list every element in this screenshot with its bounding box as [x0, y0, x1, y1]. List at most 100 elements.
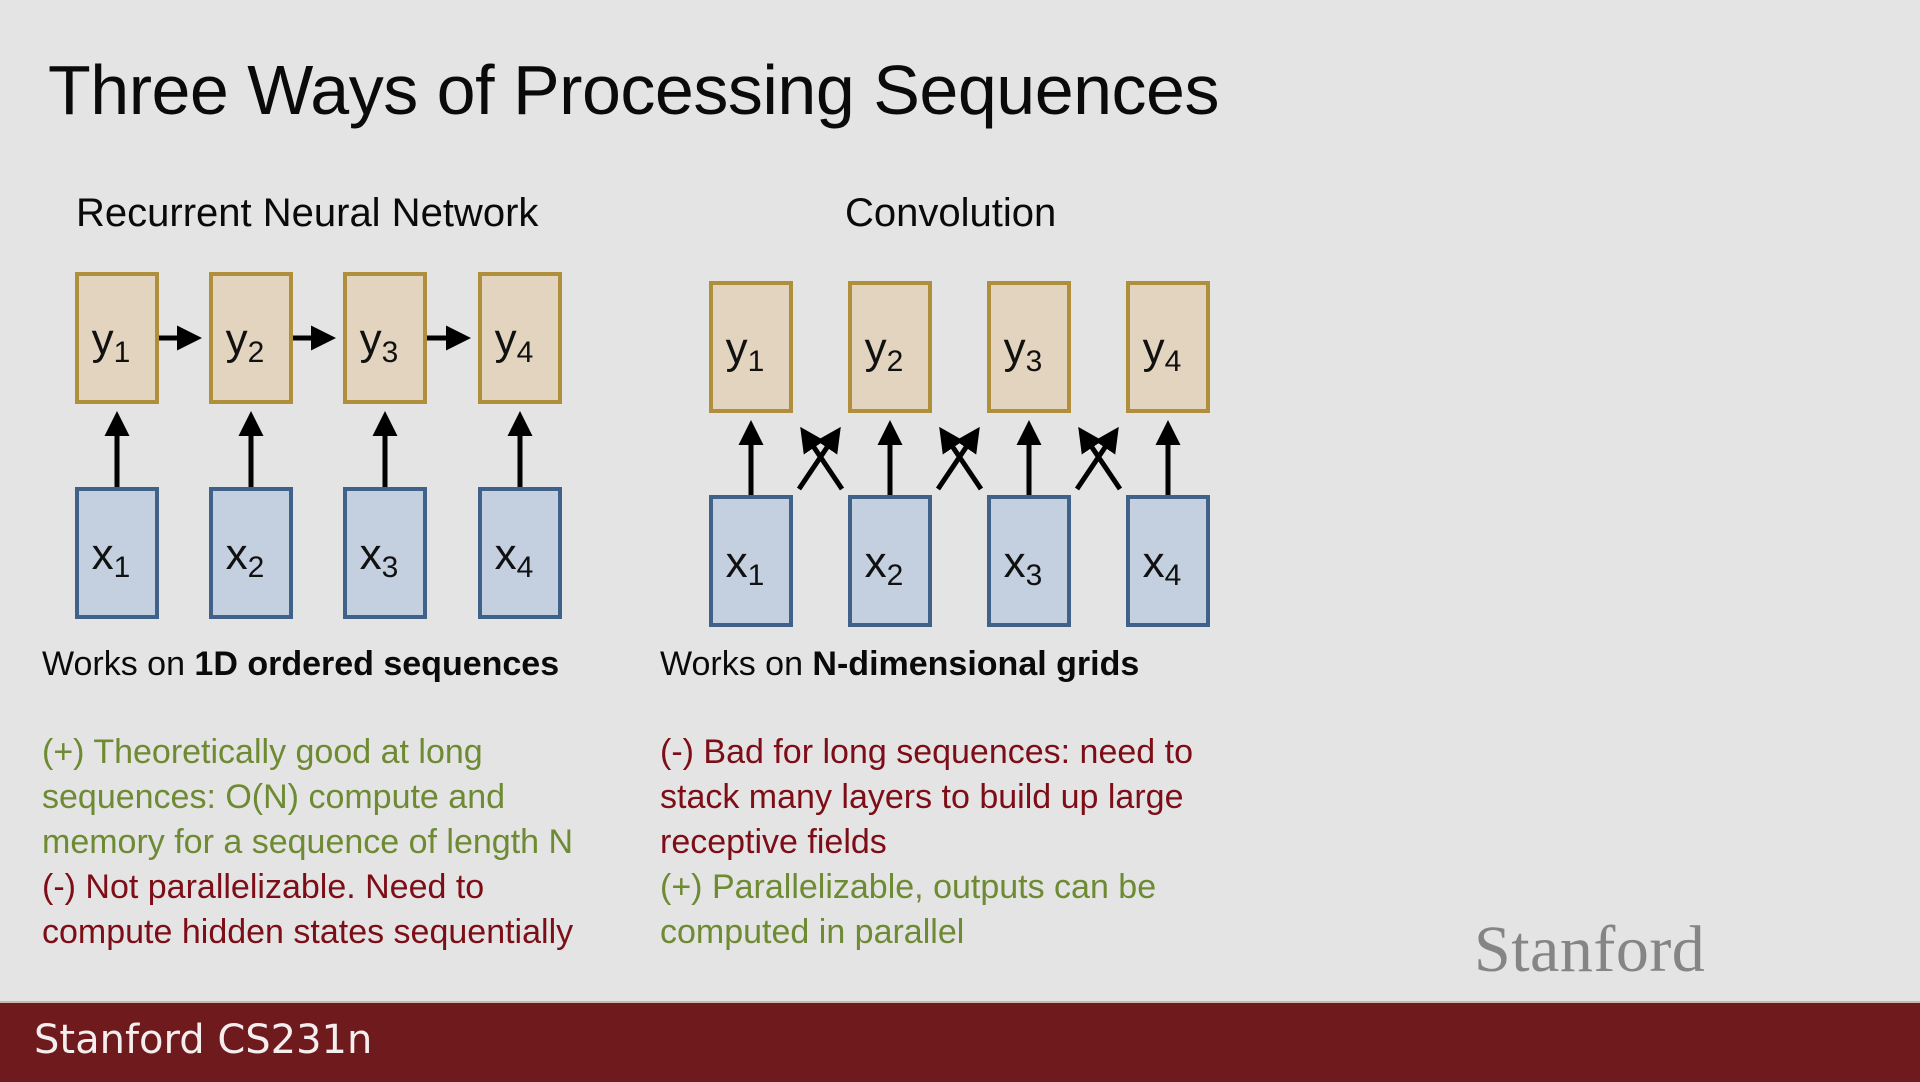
input-node-x1: x1: [75, 487, 159, 619]
input-node-x2: x2: [209, 487, 293, 619]
label-base: x: [92, 530, 114, 579]
note-line: (-) Bad for long sequences: need to: [660, 733, 1193, 771]
input-box: [987, 495, 1071, 627]
note-line: stack many layers to build up large: [660, 778, 1184, 816]
cross-arrow-right: [1074, 426, 1119, 491]
label-subscript: 3: [1026, 559, 1043, 592]
input-box: [1126, 495, 1210, 627]
label-subscript: 4: [517, 336, 534, 369]
label-base: y: [1004, 324, 1026, 373]
rnn-con-note: (-) Not parallelizable. Need to compute …: [42, 865, 573, 955]
output-node-y2: y2: [209, 272, 293, 404]
conv-works-on: Works on N-dimensional grids: [660, 645, 1139, 684]
output-box: [709, 281, 793, 413]
input-box: [75, 487, 159, 619]
output-box: [1126, 281, 1210, 413]
output-node-y2: y2: [848, 281, 932, 413]
input-box: [343, 487, 427, 619]
label-subscript: 4: [1165, 345, 1182, 378]
footer-bar: Stanford CS231n: [0, 1001, 1920, 1082]
input-label: x3: [1004, 538, 1043, 592]
output-box: [209, 272, 293, 404]
cross-arrow-left: [1078, 426, 1123, 491]
input-label: x1: [92, 530, 131, 584]
output-label: y1: [726, 324, 765, 378]
label-subscript: 4: [517, 551, 534, 584]
note-line: sequences: O(N) compute and: [42, 778, 506, 816]
output-node-y3: y3: [987, 281, 1071, 413]
label-subscript: 3: [382, 551, 399, 584]
cross-arrow-left: [939, 426, 984, 491]
conv-notes: (-) Bad for long sequences: need to stac…: [660, 730, 1193, 955]
output-box: [343, 272, 427, 404]
note-line: memory for a sequence of length N: [42, 823, 574, 861]
conv-works-prefix: Works on: [660, 645, 813, 683]
label-subscript: 2: [248, 336, 265, 369]
label-base: y: [865, 324, 887, 373]
input-box: [848, 495, 932, 627]
input-node-x2: x2: [848, 495, 932, 627]
rnn-works-on: Works on 1D ordered sequences: [42, 645, 559, 684]
label-subscript: 2: [887, 559, 904, 592]
label-subscript: 2: [248, 551, 265, 584]
input-label: x4: [495, 530, 534, 584]
output-label: y2: [865, 324, 904, 378]
input-label: x4: [1143, 538, 1182, 592]
note-line: (-) Not parallelizable. Need to: [42, 868, 485, 906]
output-node-y1: y1: [75, 272, 159, 404]
label-base: y: [92, 315, 114, 364]
output-label: y2: [226, 315, 265, 369]
rnn-works-bold: 1D ordered sequences: [194, 645, 560, 683]
slide-title: Three Ways of Processing Sequences: [48, 51, 1219, 129]
conv-con-note: (-) Bad for long sequences: need to stac…: [660, 730, 1193, 865]
label-base: y: [726, 324, 748, 373]
input-label: x2: [226, 530, 265, 584]
input-box: [209, 487, 293, 619]
label-base: x: [360, 530, 382, 579]
conv-pro-note: (+) Parallelizable, outputs can be compu…: [660, 865, 1193, 955]
output-node-y4: y4: [1126, 281, 1210, 413]
cross-arrow-left: [800, 426, 845, 491]
label-subscript: 3: [382, 336, 399, 369]
label-base: x: [1143, 538, 1165, 587]
output-box: [478, 272, 562, 404]
label-base: x: [1004, 538, 1026, 587]
output-node-y4: y4: [478, 272, 562, 404]
output-box: [75, 272, 159, 404]
stanford-logo: Stanford: [1474, 913, 1706, 986]
output-node-y3: y3: [343, 272, 427, 404]
label-subscript: 1: [114, 336, 131, 369]
label-subscript: 4: [1165, 559, 1182, 592]
label-base: x: [226, 530, 248, 579]
course-name: Stanford CS231n: [34, 1017, 373, 1063]
conv-works-bold: N-dimensional grids: [812, 645, 1140, 683]
label-base: y: [360, 315, 382, 364]
note-line: (+) Theoretically good at long: [42, 733, 483, 771]
label-subscript: 1: [114, 551, 131, 584]
conv-heading: Convolution: [845, 191, 1057, 235]
note-line: (+) Parallelizable, outputs can be: [660, 868, 1157, 906]
output-label: y1: [92, 315, 131, 369]
label-subscript: 2: [887, 345, 904, 378]
input-node-x1: x1: [709, 495, 793, 627]
label-subscript: 1: [748, 559, 765, 592]
label-base: x: [726, 538, 748, 587]
cross-arrow-right: [935, 426, 980, 491]
output-label: y4: [495, 315, 534, 369]
input-box: [478, 487, 562, 619]
output-box: [987, 281, 1071, 413]
label-base: x: [865, 538, 887, 587]
label-subscript: 1: [748, 345, 765, 378]
note-line: computed in parallel: [660, 913, 965, 951]
note-line: compute hidden states sequentially: [42, 913, 574, 951]
input-node-x3: x3: [343, 487, 427, 619]
input-label: x1: [726, 538, 765, 592]
cross-arrow-right: [796, 426, 841, 491]
output-node-y1: y1: [709, 281, 793, 413]
input-node-x4: x4: [1126, 495, 1210, 627]
label-base: x: [495, 530, 517, 579]
rnn-pro-note: (+) Theoretically good at long sequences…: [42, 730, 573, 865]
